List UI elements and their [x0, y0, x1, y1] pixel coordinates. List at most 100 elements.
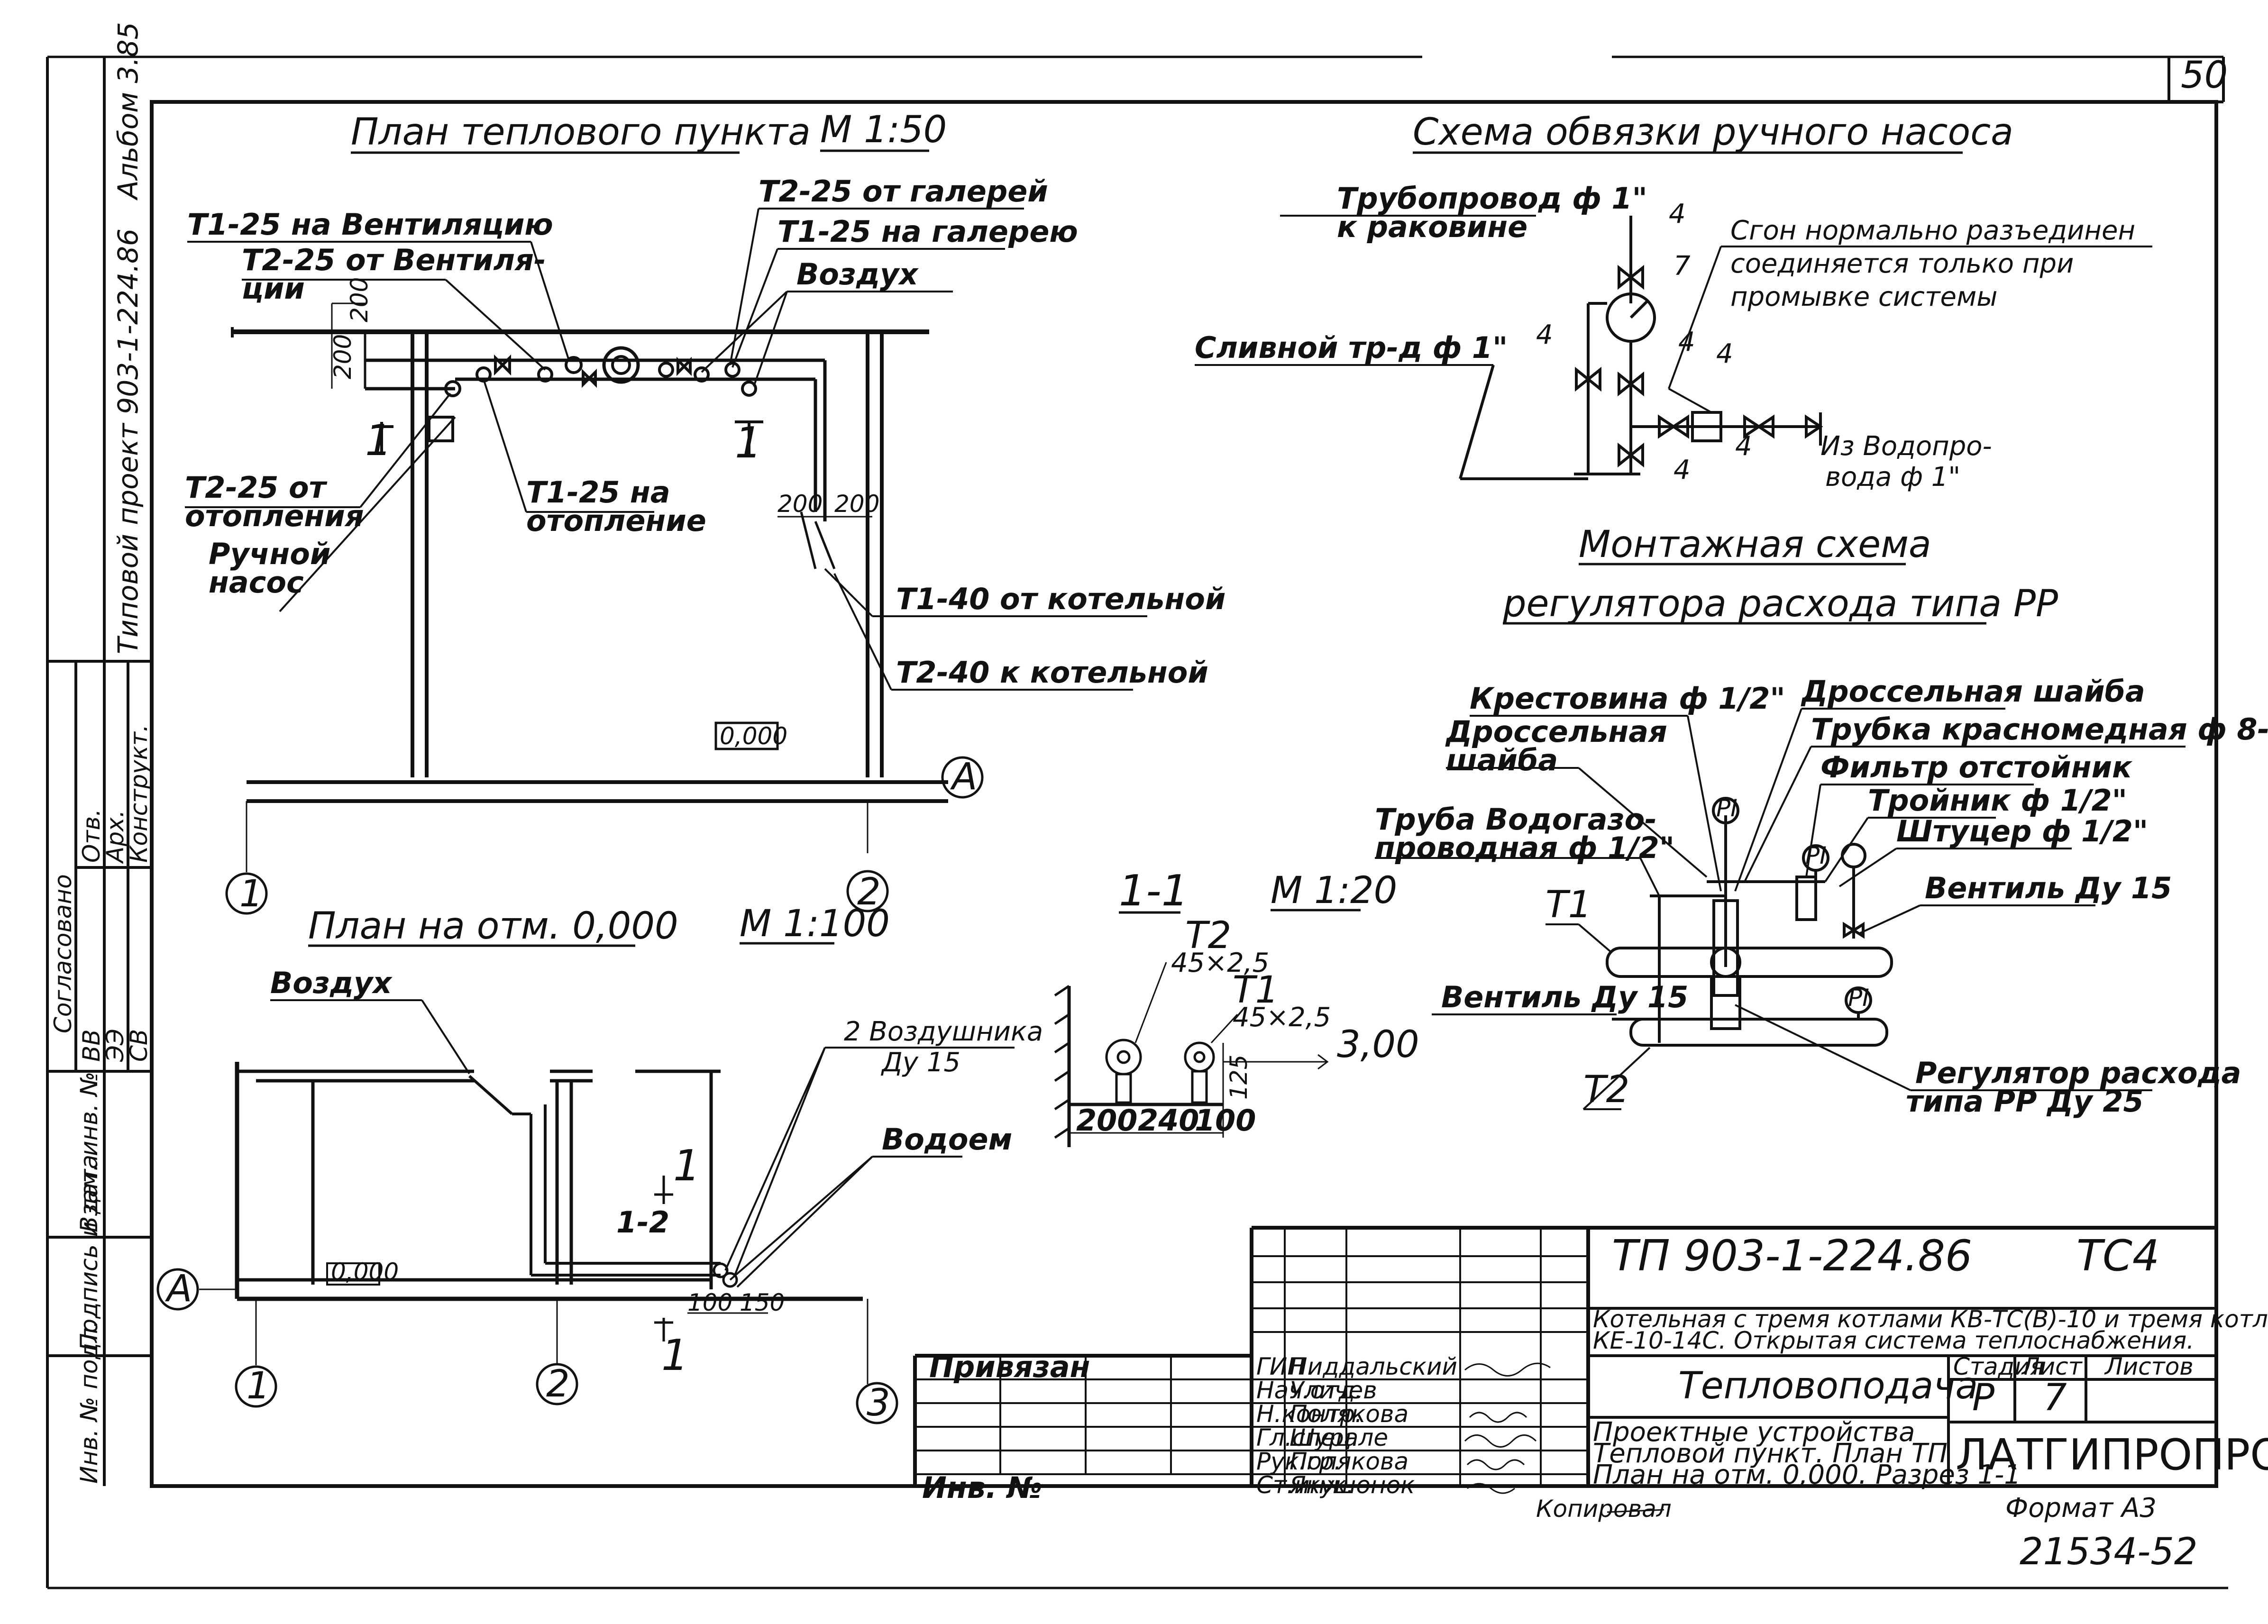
plan-0-air-vents-2: Ду 15 [880, 1047, 960, 1078]
approval-role-2: Арх. [101, 810, 129, 864]
strip-row-2: Подпись и дата [75, 1155, 103, 1351]
tb-inv: Инв. № [922, 1470, 1043, 1505]
pump-n4f: 4 [1674, 455, 1691, 485]
tb-role-6: Ст.инж. [1256, 1471, 1354, 1499]
dim-200d: 200 [834, 490, 879, 518]
pump-note-1: Сгон нормально разъединен [1730, 215, 2135, 246]
tb-sheet-hdr: Лист [2021, 1353, 2083, 1380]
regulator-title-2: регулятора расхода типа РР [1502, 583, 2058, 625]
section-dim-200: 200 [1076, 1103, 1137, 1138]
regulator-scheme: Монтажная схема регулятора расхода типа … [1375, 523, 2268, 1119]
tb-role-1: ГИП [1256, 1353, 1305, 1380]
pump-pipe-sink: Трубопровод ф 1" [1337, 181, 1647, 216]
side-title: Типовой проект 903-1-224.86 [112, 228, 144, 654]
plan-0-mark-0: 0,000 [331, 1258, 399, 1286]
section-scale: М 1:20 [1271, 869, 1397, 912]
regulator-t1: Т1 [1546, 884, 1591, 926]
tb-company: ЛАТГИПРОПРОМ [1956, 1430, 2268, 1480]
axis-a-top: А [950, 756, 977, 798]
label-t2-vent-2: ции [242, 271, 305, 306]
tb-project-2: КЕ-10-14С. Открытая система теплоснабжен… [1593, 1327, 2194, 1354]
plan-0-sec-1: 1 [673, 1141, 700, 1191]
plan-0-sec-1b: 1 [661, 1331, 688, 1380]
section-title: 1-1 [1119, 866, 1189, 916]
regulator-tee: Тройник ф 1/2" [1868, 783, 2127, 818]
pump-from-water-2: вода ф 1" [1825, 462, 1960, 493]
pump-scheme: Схема обвязки ручного насоса [1195, 111, 2152, 493]
section-t2: Т2 [1185, 914, 1231, 957]
label-mark-0: 0,000 [720, 722, 787, 750]
plan-0-vodoem: Водоем [882, 1122, 1012, 1157]
title-block [913, 1226, 2216, 1486]
dim-200c: 200 [777, 490, 823, 518]
label-t2-gal: Т2-25 от галерей [759, 174, 1048, 209]
tb-name-4: Шурале [1289, 1424, 1388, 1451]
label-hand-pump-2: насос [209, 565, 304, 600]
tb-role-4: Гл.спец. [1256, 1424, 1359, 1451]
tb-tied: Привязан [929, 1350, 1090, 1384]
pump-n7: 7 [1674, 251, 1691, 282]
regulator-pipe-water: Труба Водогазо- [1375, 802, 1657, 837]
approval-role-1: Отв. [78, 809, 105, 863]
regulator-throttle-a: Дроссельная [1445, 714, 1667, 749]
tb-role-3: Н.контр. [1256, 1400, 1363, 1428]
regulator-label-2: типа РР Ду 25 [1906, 1084, 2144, 1119]
tb-name-5: Полякова [1289, 1448, 1408, 1475]
pump-n4e: 4 [1735, 431, 1752, 462]
regulator-label: Регулятор расхода [1915, 1056, 2241, 1090]
tb-sheet-name-3: План на отм. 0,000. Разрез 1-1 [1593, 1460, 2021, 1490]
pump-drain: Сливной тр-д ф 1" [1195, 330, 1508, 365]
regulator-pi-1: PI [1716, 794, 1738, 822]
pump-from-water: Из Водопро- [1820, 431, 1992, 462]
tb-section: Тепловоподача [1678, 1365, 1978, 1407]
label-t2-otop: Т2-25 от [185, 470, 328, 505]
section-dim-125: 125 [1225, 1055, 1253, 1100]
plan-0-title: План на отм. 0,000 [308, 905, 678, 948]
tb-name-3: Полякова [1289, 1400, 1408, 1428]
tb-role-2: Нач.отд. [1256, 1377, 1363, 1404]
pump-note-3: промывке системы [1730, 282, 1997, 312]
approval-mark-2: ЭЭ [101, 1029, 129, 1062]
axis-1-top: 1 [239, 873, 263, 915]
plan-0-scale: М 1:100 [740, 903, 890, 945]
plan-level-0: План на отм. 0,000 М 1:100 [156, 903, 1043, 1424]
axis-a-bottom: А [165, 1268, 192, 1310]
section-t1-size: 45×2,5 [1233, 1002, 1331, 1033]
label-t1-gal: Т1-25 на галерею [777, 214, 1078, 249]
axis-2-top: 2 [857, 871, 881, 913]
label-t2-otop-2: отопления [185, 499, 364, 533]
title-block-text: ТП 903-1-224.86 ТС4 Котельная с тремя ко… [922, 1231, 2268, 1573]
tb-sheets-hdr: Листов [2104, 1353, 2194, 1380]
regulator-title-1: Монтажная схема [1579, 523, 1931, 566]
section-dim-100: 100 [1195, 1103, 1256, 1138]
copied-by: Копировал [1536, 1495, 1672, 1523]
section-level: 3,00 [1337, 1023, 1419, 1066]
section-1-1: 1-1 М 1:20 Т2 45×2,5 Т1 [1054, 866, 1419, 1147]
plan-heat-point: План теплового пункта М 1:50 [185, 109, 1225, 915]
regulator-t2: Т2 [1583, 1068, 1629, 1111]
plan-heat-title: План теплового пункта [351, 111, 811, 154]
regulator-valve-right: Вентиль Ду 15 [1925, 871, 2172, 905]
section-mark-1b: 1 [735, 418, 762, 468]
signature-scribbles [1464, 1362, 1664, 1513]
section-mark-1a: 1 [365, 416, 392, 465]
regulator-throttle-washer: Дроссельная шайба [1801, 674, 2145, 709]
document-no: 21534-52 [2020, 1531, 2198, 1573]
regulator-copper-tube: Трубка красномедная ф 8-1 мм [1811, 712, 2268, 747]
regulator-valve-left: Вентиль Ду 15 [1441, 980, 1688, 1014]
tb-sheet: 7 [2043, 1377, 2067, 1419]
tb-name-1: Ниддальский [1289, 1353, 1457, 1380]
plan-heat-scale: М 1:50 [820, 109, 947, 151]
axis-3-bottom: 3 [867, 1382, 890, 1424]
tb-role-5: Рук.гр. [1256, 1448, 1342, 1475]
approval-mark-3: СВ [125, 1029, 153, 1062]
label-t1-40: Т1-40 от котельной [896, 582, 1225, 616]
tb-sheet-name-1: Проектные устройства [1593, 1417, 1915, 1448]
pump-n4c: 4 [1678, 327, 1695, 357]
regulator-throttle-b: шайба [1446, 743, 1558, 777]
pump-n4b: 4 [1536, 319, 1553, 350]
tb-name-6: Якушонок [1289, 1471, 1415, 1499]
strip-row-1: Взам. инв. № [75, 1072, 103, 1232]
plan-0-sec-1-2: 1-2 [616, 1205, 669, 1240]
